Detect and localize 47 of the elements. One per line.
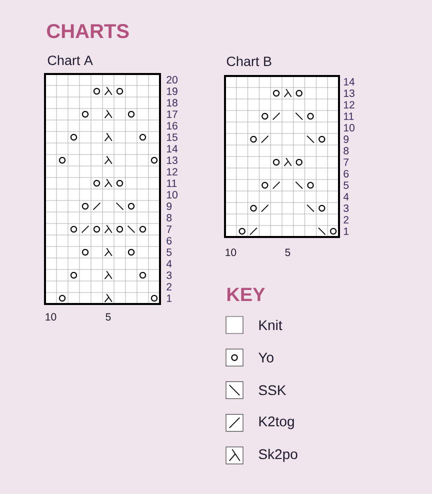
row-number: 12 (344, 101, 354, 108)
row-number: 11 (167, 180, 177, 187)
row-number: 9 (344, 136, 349, 143)
row-number: 10 (344, 124, 354, 132)
column-number: 5 (106, 313, 111, 321)
row-number: 14 (344, 78, 355, 86)
title: CHARTS (47, 24, 129, 38)
row-number: 7 (166, 226, 172, 233)
key-label: Yo (258, 352, 274, 362)
row-number: 19 (167, 88, 178, 95)
key-label: Knit (259, 320, 282, 330)
row-number: 17 (167, 110, 178, 118)
key-label: K2tog (259, 416, 294, 430)
chart-heading: Chart B (226, 56, 272, 66)
row-number: 10 (167, 191, 178, 198)
row-number: 20 (166, 76, 178, 84)
key-label: SSK (258, 385, 286, 396)
row-number: 13 (344, 90, 354, 97)
row-number: 1 (344, 228, 349, 235)
row-number: 12 (167, 168, 178, 176)
row-number: 6 (166, 237, 172, 244)
row-number: 2 (166, 283, 172, 290)
row-number: 16 (167, 122, 178, 130)
row-number: 4 (166, 260, 172, 268)
row-number: 7 (344, 158, 348, 166)
column-number: 10 (226, 248, 236, 256)
row-number: 3 (344, 204, 349, 212)
key-heading: KEY (227, 288, 265, 301)
row-number: 6 (344, 170, 349, 178)
row-number: 9 (166, 202, 172, 210)
key-label: Sk2po (258, 448, 298, 462)
row-number: 11 (344, 112, 354, 120)
row-number: 15 (167, 134, 178, 141)
row-number: 4 (343, 193, 349, 200)
row-number: 8 (166, 214, 172, 222)
row-number: 3 (166, 272, 172, 279)
column-number: 5 (285, 248, 290, 256)
row-number: 8 (344, 147, 349, 154)
row-number: 2 (344, 216, 348, 224)
row-number: 18 (167, 99, 178, 106)
chart-heading: Chart A (48, 55, 93, 66)
row-number: 5 (344, 182, 349, 189)
column-number: 10 (46, 313, 56, 321)
row-number: 1 (167, 294, 172, 302)
row-number: 5 (166, 248, 172, 256)
row-number: 14 (167, 145, 178, 152)
row-number: 13 (167, 156, 178, 164)
